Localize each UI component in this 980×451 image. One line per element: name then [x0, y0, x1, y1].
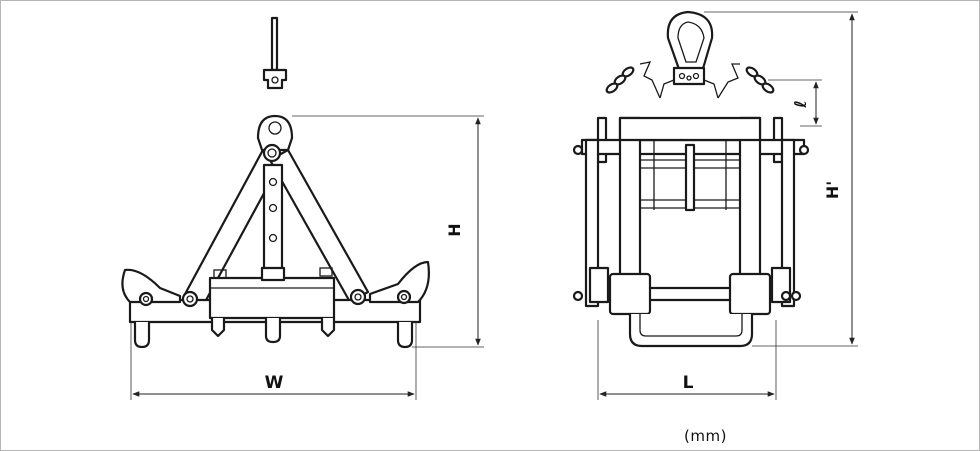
clamp-pins — [133, 316, 414, 349]
main-beam — [121, 260, 430, 324]
label-shackle: ℓ — [791, 100, 810, 109]
chain-left — [605, 61, 675, 99]
chain-right — [703, 63, 775, 99]
label-l: L — [683, 373, 694, 393]
label-h-prime: H' — [823, 181, 842, 199]
dimension-l-small: ℓ — [768, 79, 822, 127]
front-view: W H — [121, 16, 484, 400]
right-arm — [268, 148, 370, 304]
center-rod — [262, 163, 284, 279]
side-view: L H' ℓ — [572, 10, 858, 400]
hook-detail-icon — [262, 16, 288, 90]
unit-note: (mm) — [684, 427, 727, 445]
top-eye-plate — [256, 114, 294, 163]
label-h: H — [445, 223, 464, 236]
dimension-h-prime: H' — [704, 11, 858, 347]
side-frame — [572, 116, 810, 308]
shackle-icon — [666, 10, 714, 86]
label-w: W — [265, 373, 284, 393]
dimension-l: L — [597, 320, 777, 400]
lower-blocks — [572, 266, 802, 348]
dimension-h: H — [292, 115, 484, 348]
dimension-w: W — [130, 322, 417, 400]
